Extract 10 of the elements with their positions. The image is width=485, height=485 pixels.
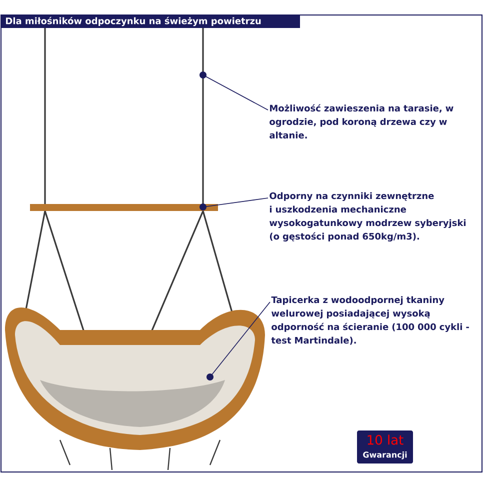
callout-text: Możliwość zawieszenia na tarasie, w ogrodzie, pod koroną drzewa czy w altanie. — [270, 104, 454, 139]
title-bar: Dla miłośników odpoczynku na świeżym powietrzu — [1, 15, 300, 28]
leader-line — [210, 302, 270, 378]
marker-dot — [200, 204, 206, 210]
callout-text: Tapicerka z wodoodpornej tkaniny welurowej posiadającej wysoką odporność na ścieranie (100 000 cykli - test Martindale). — [271, 296, 469, 345]
warranty-badge: 10 lat Gwarancji — [357, 430, 413, 464]
marker-dot — [200, 72, 206, 78]
leader-line — [202, 74, 268, 110]
callout-text: Odporny na czynniki zewnętrzne i uszkodzenia mechaniczne wysokogatunkowy modrzew syberyjski (o gęstości ponad 650kg/m3). — [270, 192, 466, 242]
marker-dot — [206, 374, 214, 380]
